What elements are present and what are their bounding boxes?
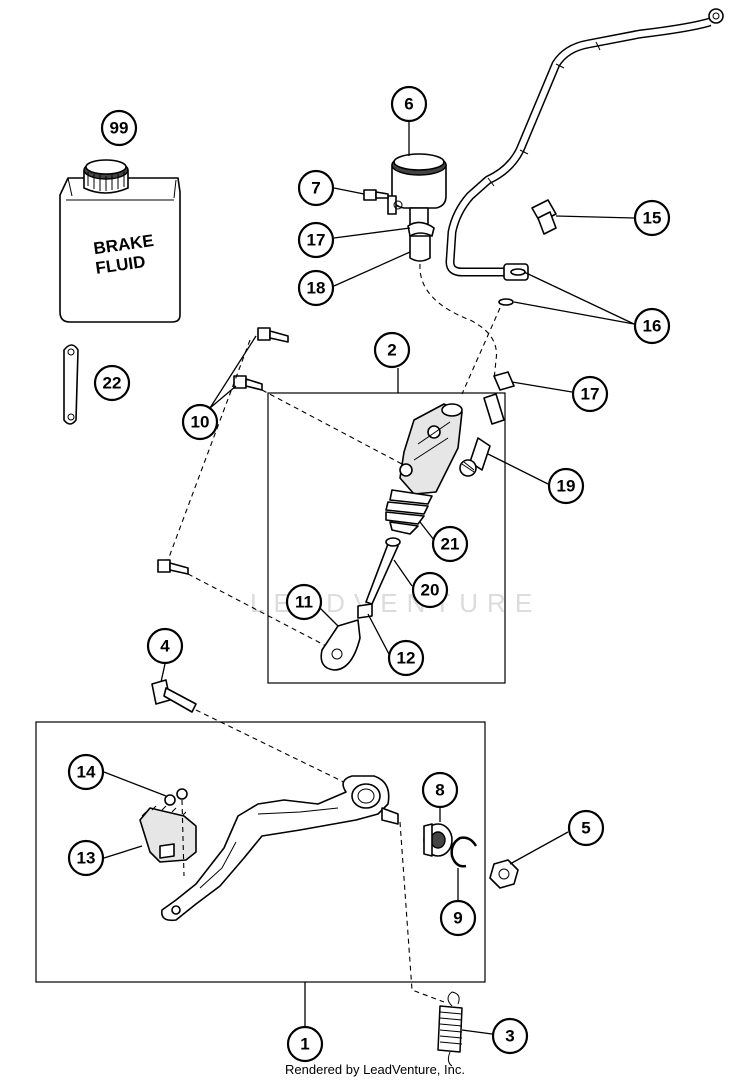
push-rod bbox=[365, 537, 401, 605]
screws-14 bbox=[164, 788, 188, 806]
hose-clamp-lower bbox=[483, 371, 515, 425]
callout-12: 12 bbox=[387, 639, 425, 677]
callout-19: 19 bbox=[547, 467, 585, 505]
circlip-9 bbox=[450, 836, 478, 868]
svg-text:11: 11 bbox=[295, 593, 313, 612]
callout-18: 18 bbox=[297, 269, 335, 307]
brake-fluid-container: BRAKE FLUID bbox=[59, 159, 181, 323]
banjo-bolt-15 bbox=[531, 199, 557, 235]
svg-text:22: 22 bbox=[103, 374, 122, 393]
callout-16: 16 bbox=[633, 307, 671, 345]
nut-5 bbox=[489, 859, 519, 889]
callout-7: 7 bbox=[297, 169, 335, 207]
svg-text:10: 10 bbox=[191, 413, 210, 432]
svg-text:3: 3 bbox=[505, 1027, 514, 1046]
callout-15: 15 bbox=[633, 199, 671, 237]
svg-text:17: 17 bbox=[307, 231, 326, 250]
svg-text:14: 14 bbox=[77, 763, 96, 782]
callout-4: 4 bbox=[146, 627, 184, 665]
svg-text:16: 16 bbox=[643, 317, 662, 336]
callout-14: 14 bbox=[67, 753, 105, 791]
callout-9: 9 bbox=[439, 899, 477, 937]
pivot-bolt-4 bbox=[151, 679, 197, 713]
svg-text:2: 2 bbox=[387, 341, 396, 360]
svg-text:9: 9 bbox=[453, 909, 462, 928]
brake-pedal bbox=[160, 775, 399, 922]
svg-text:7: 7 bbox=[311, 179, 320, 198]
reservoir-strap bbox=[63, 344, 79, 425]
bolt-10-upper bbox=[257, 327, 289, 343]
assembly-box-2 bbox=[267, 392, 506, 684]
callout-6: 6 bbox=[390, 85, 428, 123]
fluid-reservoir bbox=[387, 153, 447, 227]
bolt-10-mid bbox=[233, 375, 263, 391]
svg-text:15: 15 bbox=[643, 209, 662, 228]
callout-8: 8 bbox=[421, 771, 459, 809]
master-cylinder bbox=[399, 403, 463, 495]
callout-13: 13 bbox=[67, 839, 105, 877]
pedal-tip-13 bbox=[139, 805, 197, 863]
callout-21: 21 bbox=[431, 525, 469, 563]
return-spring-3 bbox=[437, 991, 463, 1067]
svg-text:13: 13 bbox=[77, 849, 96, 868]
callout-20: 20 bbox=[411, 571, 449, 609]
hose-clamp-upper bbox=[407, 221, 435, 262]
callout-11: 11 bbox=[285, 583, 323, 621]
callout-2: 2 bbox=[373, 331, 411, 369]
screw-7 bbox=[363, 189, 389, 201]
svg-text:4: 4 bbox=[160, 637, 170, 656]
sealing-washers bbox=[498, 268, 526, 306]
svg-text:21: 21 bbox=[441, 535, 460, 554]
svg-text:12: 12 bbox=[397, 649, 416, 668]
brake-hose bbox=[445, 8, 724, 281]
svg-text:1: 1 bbox=[300, 1035, 309, 1054]
callout-3: 3 bbox=[491, 1017, 529, 1055]
callout-17-upper: 17 bbox=[297, 221, 335, 259]
svg-text:18: 18 bbox=[307, 279, 326, 298]
leader-lines bbox=[103, 122, 635, 1035]
svg-text:19: 19 bbox=[557, 477, 576, 496]
callout-99: 99 bbox=[100, 109, 138, 147]
svg-text:17: 17 bbox=[581, 385, 600, 404]
svg-text:8: 8 bbox=[435, 781, 444, 800]
callout-10: 10 bbox=[181, 403, 219, 441]
bolt-10-lower bbox=[157, 559, 189, 575]
callout-1: 1 bbox=[286, 1025, 324, 1063]
dust-boot bbox=[385, 489, 433, 535]
svg-text:99: 99 bbox=[110, 119, 129, 138]
fitting-19 bbox=[459, 437, 491, 477]
svg-text:6: 6 bbox=[404, 95, 413, 114]
callout-22: 22 bbox=[93, 364, 131, 402]
callout-5: 5 bbox=[567, 809, 605, 847]
footer-credit: Rendered by LeadVenture, Inc. bbox=[285, 1062, 465, 1077]
clevis-11 bbox=[320, 619, 361, 671]
bearing-8 bbox=[423, 823, 453, 857]
assembly-box-1 bbox=[35, 721, 486, 983]
svg-text:20: 20 bbox=[421, 581, 440, 600]
callout-17-lower: 17 bbox=[571, 375, 609, 413]
lock-nut-12 bbox=[357, 603, 373, 619]
svg-text:5: 5 bbox=[581, 819, 590, 838]
